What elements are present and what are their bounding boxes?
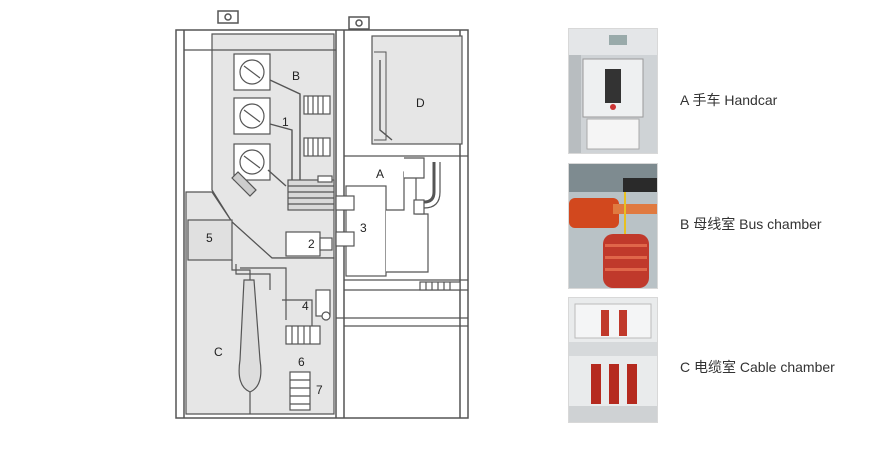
internal-partitions <box>184 49 468 327</box>
label-7: 7 <box>316 383 323 397</box>
lifting-lug-left <box>217 10 239 24</box>
handcar-breaker <box>335 157 441 277</box>
label-1: 1 <box>282 115 289 129</box>
bushing-insulators <box>303 95 331 157</box>
bus-conductors <box>267 79 301 187</box>
contact-spouts <box>287 175 335 211</box>
label-b: B <box>292 69 300 83</box>
secondary-compartment <box>187 219 233 261</box>
floor-rail <box>419 281 461 291</box>
cable-termination <box>238 279 262 393</box>
busbar-insulators <box>231 53 271 197</box>
handcar-photo <box>568 28 658 154</box>
surge-arrester <box>285 325 321 345</box>
switchgear-cross-section-diagram: B D A C 1 2 3 4 5 6 7 <box>175 10 469 419</box>
label-5: 5 <box>206 231 213 245</box>
legend-caption-handcar: A 手车 Handcar <box>680 92 778 108</box>
earthing-switch <box>289 371 311 411</box>
lifting-lug-right <box>348 16 370 30</box>
label-2: 2 <box>308 237 315 251</box>
lv-door-hinge <box>379 60 393 141</box>
current-transformer <box>285 231 333 257</box>
legend-caption-cable-chamber: C 电缆室 Cable chamber <box>680 359 835 375</box>
low-voltage-compartment <box>371 35 463 145</box>
label-6: 6 <box>298 355 305 369</box>
lv-door-panel <box>374 51 387 141</box>
interlock-4 <box>315 289 331 321</box>
cable-chamber-photo <box>568 297 658 423</box>
label-4: 4 <box>302 299 309 313</box>
cable-conductors <box>231 260 313 326</box>
label-d: D <box>416 96 425 110</box>
legend-caption-bus-chamber: B 母线室 Bus chamber <box>680 216 822 232</box>
bus-chamber-photo <box>568 163 658 289</box>
label-3: 3 <box>360 221 367 235</box>
label-c: C <box>214 345 223 359</box>
label-a: A <box>376 167 384 181</box>
